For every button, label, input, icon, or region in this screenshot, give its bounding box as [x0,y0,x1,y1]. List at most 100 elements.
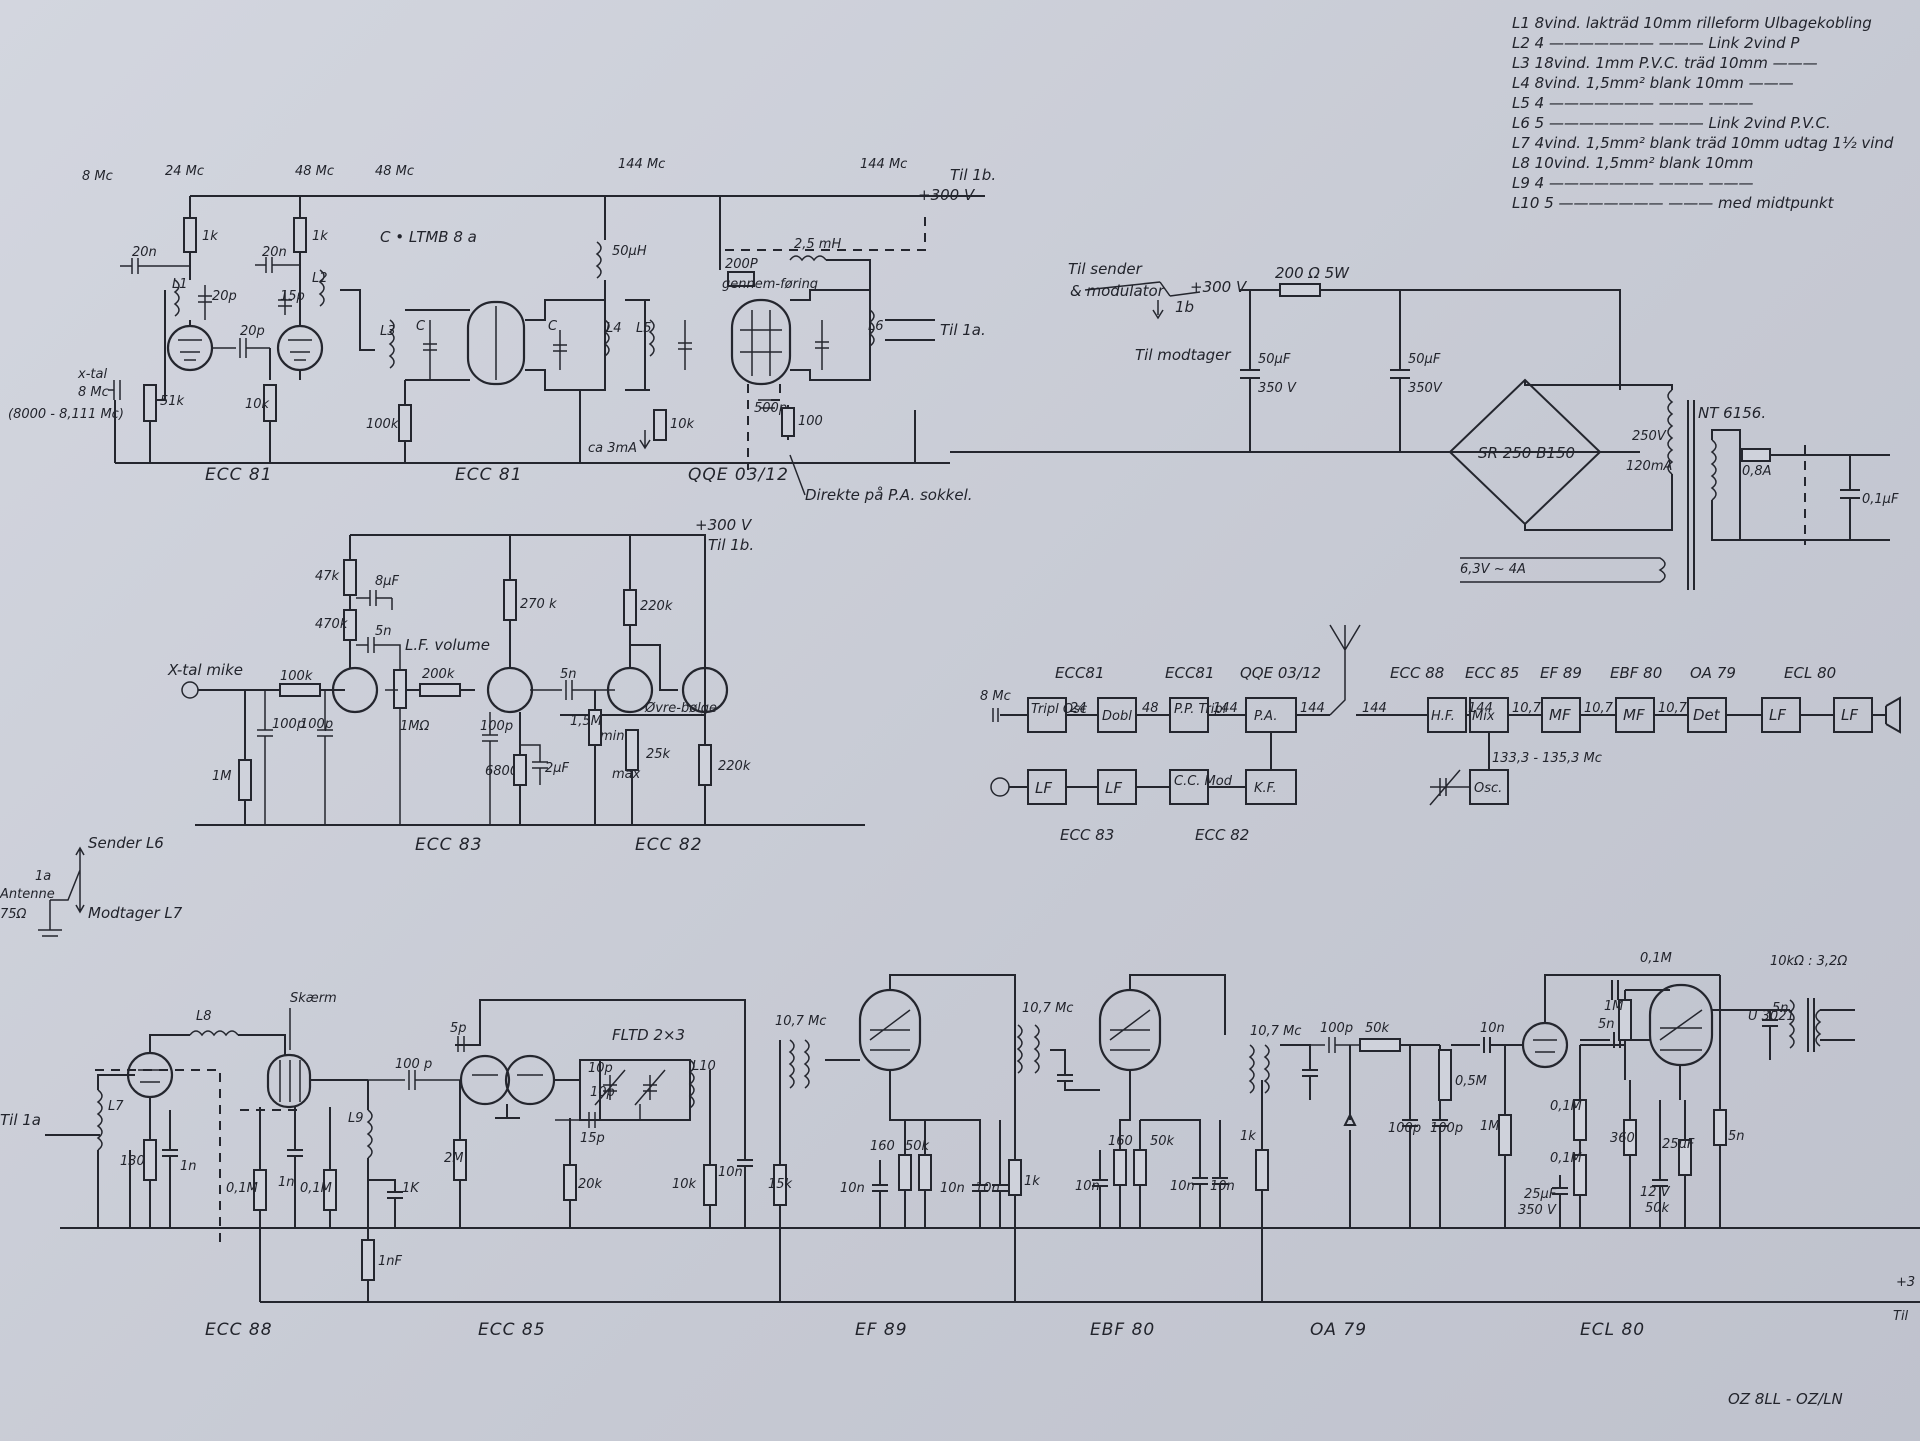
resistor [588,709,602,746]
resistor [1498,1114,1512,1156]
resistor [513,754,527,786]
part-label: 15k [768,1177,793,1192]
part-label: 160 [870,1139,895,1154]
cap-label: 350 V [1258,381,1297,396]
part-label: L.F. volume [405,636,490,654]
block-label: MF [1549,706,1571,724]
coil-row: L7 4vind. 1,5mm² blank träd 10mm udtag 1… [1512,134,1894,152]
resistor [398,404,412,442]
capacitor [356,590,393,610]
capacitor [1349,1045,1418,1228]
resistor [238,759,252,801]
resistor [1678,1139,1692,1176]
resistor [918,1154,932,1191]
capacitor [1212,1120,1228,1228]
part-label: U 3021 [1748,1009,1795,1024]
coil-l4 [603,319,610,357]
freq-label: 8 Mc [82,169,113,184]
block-label: Mix [1472,709,1495,724]
resistor [253,1169,267,1211]
switch-label: Sender L6 [88,834,164,852]
if-transformer [788,1039,810,1089]
screen-label: Skærm [290,991,337,1006]
part-label: 10n [1170,1179,1195,1194]
coil-row: L10 5 ——————— ——— med midtpunkt [1512,194,1835,212]
coil-row: L8 10vind. 1,5mm² blank 10mm [1512,154,1753,172]
if-freq-label: 10,7 Mc [1022,1001,1073,1016]
antenna-relay-icon [50,846,85,914]
heater-winding [1460,557,1666,583]
block-label: P.P. Tripl [1174,702,1227,717]
fuse [1741,448,1771,462]
block-det [1687,697,1727,733]
freq-label: 144 Mc [860,157,907,172]
part-label: 100p [1388,1121,1421,1136]
cap-label: 50µF [1258,352,1291,367]
block-tripler-osc [1027,697,1067,733]
transformer-core [1687,400,1695,590]
part-label: 12 V [1640,1185,1671,1200]
resistor [1008,1159,1022,1196]
part-label: 0,1M [1550,1099,1582,1114]
switch-label: Til modtager [1135,346,1231,364]
part-label: 0,1M [1550,1151,1582,1166]
switch-label: Til sender [1068,260,1143,278]
power-supply-section: Til sender & modulator +300 V 1b Til mod… [950,260,1899,590]
part-label: L9 [348,1111,364,1126]
volume-potentiometer [1438,1049,1452,1101]
capacitor [368,1070,460,1090]
resistor [343,559,357,596]
part-label: 1k [1240,1129,1256,1144]
part-label: 1M [1604,999,1624,1014]
part-label: C [416,319,426,334]
block-tube-label: EBF 80 [1610,664,1662,682]
resistor [419,683,461,697]
part-label: 470k [315,617,348,632]
block-freq: 144 [1213,701,1238,716]
block-freq: 24 [1070,701,1087,716]
block-label: Det [1693,706,1721,724]
coil-l5 [648,319,655,357]
block-label: Dobl [1102,709,1132,724]
part-label: 0,1M [1640,951,1672,966]
part-label: 2µF [545,761,570,776]
part-label: 25µF [1662,1137,1695,1152]
capacitor [872,1160,888,1228]
part-label: 1k [202,229,218,244]
part-label: L4 [606,321,622,336]
part-label: 1K [402,1181,420,1196]
part-label: 220k [640,599,673,614]
block-hf [1427,697,1467,733]
switch-label: 75Ω [0,907,27,922]
part-label: 5p [450,1021,467,1036]
block-antenna-icon [1329,624,1361,716]
capacitor [1652,1100,1668,1228]
block-label: H.F. [1431,709,1455,724]
part-label: 6800 [485,764,518,779]
block-freq: 48 [1142,701,1159,716]
variable-capacitor [553,330,567,370]
rf-choke [789,255,827,262]
secondary-label: 6,3V ~ 4A [1460,562,1526,577]
input-label: X-tal mike [167,661,243,679]
resistor [653,409,667,441]
part-label: 5n [560,667,577,682]
cap-label: 50µF [1408,352,1441,367]
resistor [343,609,357,641]
output-transformer [1788,999,1795,1049]
block-tube-label: QQE 03/12 [1240,664,1321,682]
capacitor [120,258,190,274]
transmit-receive-switch [1084,281,1201,320]
part-label: 100p [1430,1121,1463,1136]
part-label: 1MΩ [400,719,429,734]
transformer-label: 10kΩ : 3,2Ω [1770,954,1847,969]
resistor [1623,1119,1637,1156]
block-tube-label: ECC 88 [1390,664,1444,682]
input-label: Til 1a [0,1111,41,1129]
freq-label: 48 Mc [375,164,414,179]
secondary-label: 120mA [1626,459,1672,474]
part-label: gennem-føring [722,277,818,292]
block-lf-b [1097,769,1137,805]
part-label: 10p [590,1085,615,1100]
part-label: 47k [315,569,340,584]
